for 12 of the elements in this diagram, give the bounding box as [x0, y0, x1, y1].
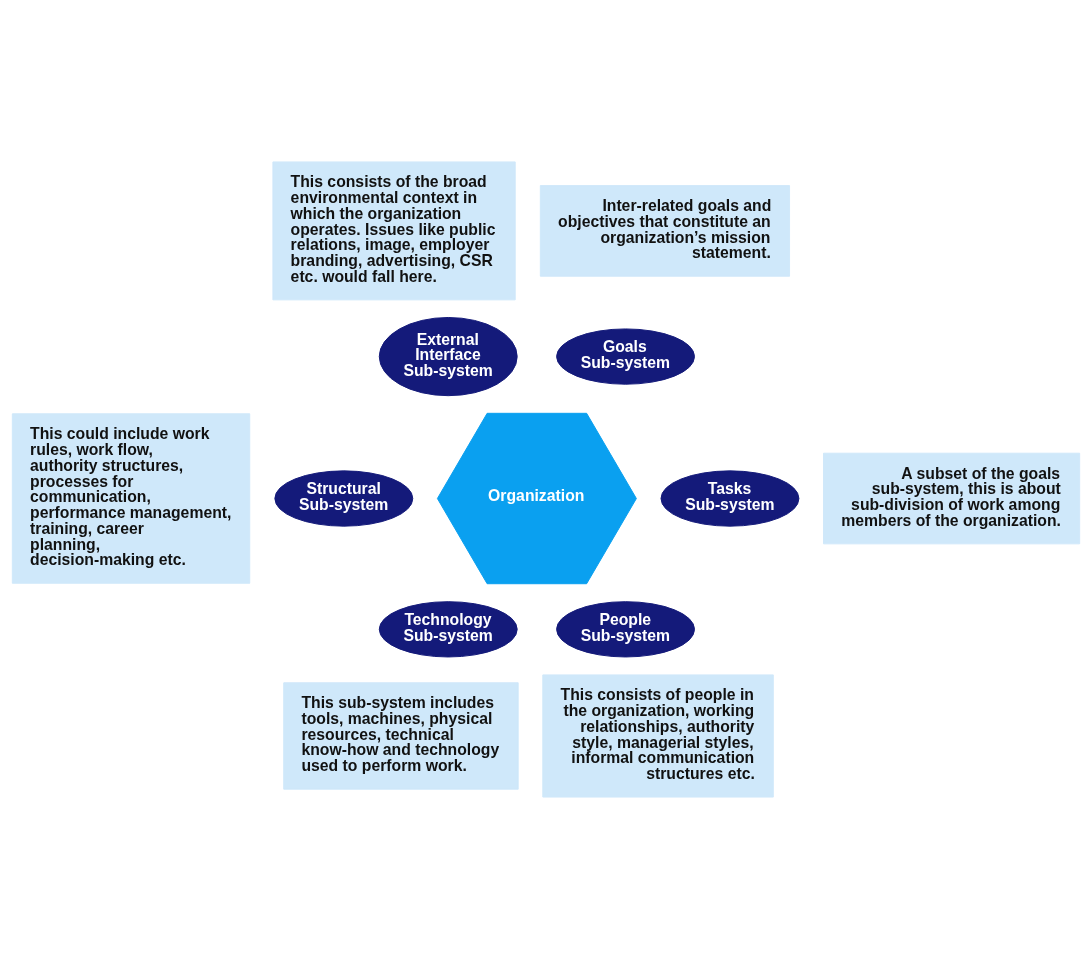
- node-ellipse: Technology Sub-system: [378, 601, 518, 658]
- node-box: This sub-system includes tools, machines, physical resources, technical know-how and technology used to perform work.: [283, 682, 519, 790]
- node-ellipse: Goals Sub-system: [556, 328, 695, 385]
- node-ellipse: External Interface Sub-system: [378, 316, 518, 397]
- node-box: This could include work rules, work flow, authority structures, processes for communication, performance management, training, career planning, decision-making etc.: [11, 413, 251, 584]
- node-box: A subset of the goals sub-system, this is about sub-division of work among members of the organization.: [823, 452, 1081, 545]
- node-box: This consists of the broad environmental context in which the organization operates. Issues like public relations, image, employer branding, advertising, CSR etc. would fall here.: [272, 161, 516, 301]
- node-box: Inter-related goals and objectives that constitute an organization’s mission statement.: [539, 185, 791, 277]
- node-box: This consists of people in the organization, working relationships, authority style, managerial styles, informal communication structures etc.: [542, 674, 774, 798]
- node-ellipse: Structural Sub-system: [274, 470, 414, 527]
- node-ellipse: Tasks Sub-system: [660, 470, 800, 527]
- node-ellipse: People Sub-system: [556, 601, 695, 658]
